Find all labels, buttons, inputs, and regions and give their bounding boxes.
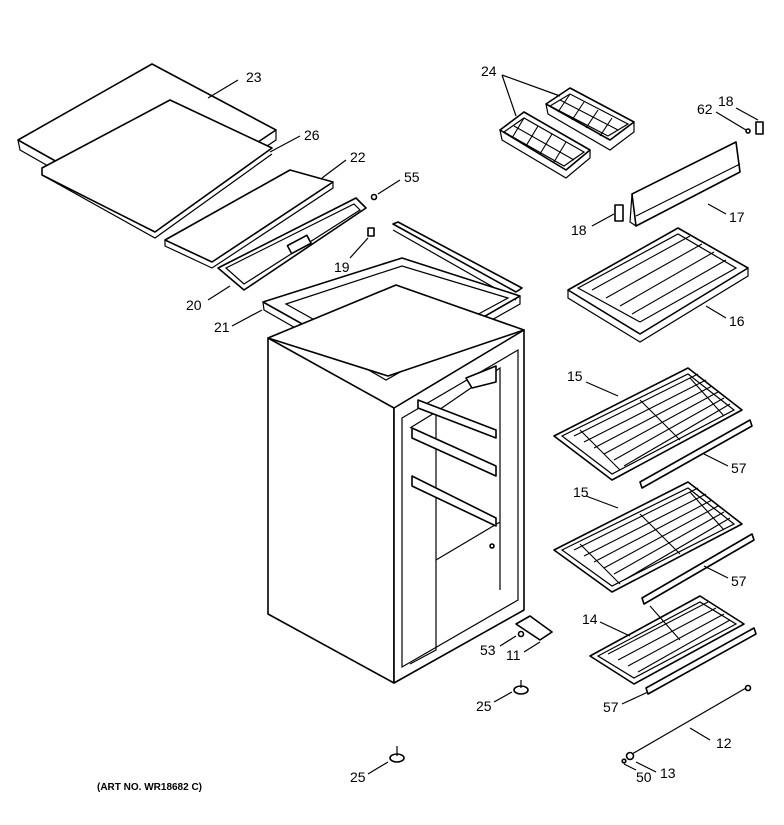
callout-20: 20	[186, 297, 202, 313]
leader-50	[623, 763, 637, 771]
leader-13	[635, 761, 657, 773]
top-insulation-part	[41, 99, 273, 239]
callout-23: 23	[246, 69, 262, 85]
wire-shelf-upper-part	[553, 367, 743, 481]
hinge-hardware-part	[745, 121, 764, 135]
callout-18-upper: 18	[718, 93, 734, 109]
clip-part	[367, 227, 375, 237]
callout-62: 62	[697, 101, 713, 117]
art-number: (ART NO. WR18682 C)	[97, 782, 202, 793]
lower-hinge-part	[515, 615, 553, 641]
hinge-rod-part	[631, 684, 752, 755]
leader-57c	[621, 691, 649, 705]
leader-19	[349, 237, 369, 259]
leader-57b	[703, 565, 729, 579]
hinge-pin-part	[621, 751, 635, 764]
evaporator-door-part	[217, 197, 367, 291]
leveling-leg-front-part	[513, 680, 529, 695]
leader-18b	[591, 213, 615, 227]
leveling-leg-rear-part	[389, 746, 405, 763]
leader-12	[689, 727, 711, 741]
cabinet-body	[267, 284, 525, 684]
leader-16	[705, 305, 727, 319]
leader-22	[321, 159, 347, 179]
drip-tray-part	[567, 227, 749, 343]
leader-24a	[501, 74, 561, 97]
callout-18-lower: 18	[571, 222, 587, 238]
callout-25-rear: 25	[350, 769, 366, 785]
callout-57-lower: 57	[603, 699, 619, 715]
callout-19: 19	[334, 259, 350, 275]
callout-22: 22	[350, 149, 366, 165]
bracket-part	[614, 204, 624, 222]
shelf-trim-lower-part	[641, 533, 755, 605]
leader-15b	[585, 495, 619, 509]
callout-15-lower: 15	[573, 484, 589, 500]
leader-25b	[367, 761, 389, 775]
callout-14: 14	[582, 611, 598, 627]
leader-15a	[585, 381, 619, 397]
leader-lines	[207, 74, 759, 775]
callout-16: 16	[729, 313, 745, 329]
callout-57-upper: 57	[731, 460, 747, 476]
callout-21: 21	[214, 319, 230, 335]
drip-tray-rail-part	[629, 141, 741, 227]
screw-part	[370, 193, 378, 201]
callout-11: 11	[506, 647, 521, 663]
shelf-trim-upper-part	[639, 419, 753, 489]
evaporator-cover-part	[164, 169, 334, 269]
callout-57-middle: 57	[731, 573, 747, 589]
wire-shelf-small-part	[589, 595, 745, 685]
wire-shelf-lower-part	[553, 481, 743, 593]
callout-labels: 23 26 22 55 19 20 21 24 62 18 18 17 16 1…	[186, 63, 747, 785]
leader-53	[499, 635, 517, 647]
callout-50: 50	[636, 769, 652, 785]
leader-26	[269, 135, 301, 153]
callout-15-upper: 15	[567, 368, 583, 384]
leader-21	[231, 309, 263, 327]
leader-25a	[493, 691, 513, 703]
callout-53: 53	[480, 642, 496, 658]
leader-11	[523, 641, 541, 653]
callout-55: 55	[404, 169, 420, 185]
leader-57a	[703, 453, 729, 467]
callout-24: 24	[481, 63, 497, 79]
leader-17	[707, 203, 727, 215]
callout-17: 17	[729, 209, 745, 225]
leader-20	[207, 285, 231, 301]
callout-25-front: 25	[476, 698, 492, 714]
ice-trays-part	[499, 87, 635, 179]
callout-13: 13	[660, 765, 676, 781]
callout-26: 26	[304, 127, 320, 143]
leader-14	[599, 621, 631, 637]
leader-62	[715, 111, 747, 131]
leader-23	[207, 79, 239, 99]
leader-24b	[501, 74, 517, 117]
leader-55	[377, 179, 401, 195]
leader-18a	[735, 107, 759, 121]
callout-12: 12	[716, 735, 732, 751]
